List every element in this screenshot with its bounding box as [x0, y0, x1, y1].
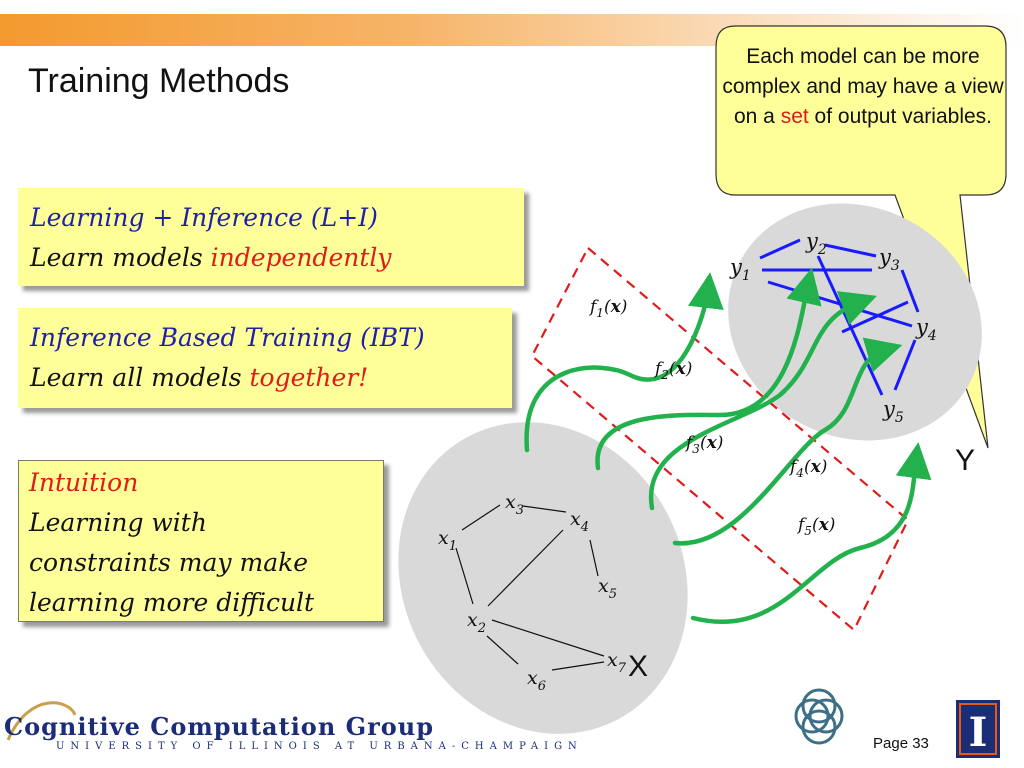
- ibt-box: Inference Based Training (IBT) Learn all…: [18, 308, 512, 408]
- swirl-logo-icon: [794, 688, 844, 745]
- li-text: Learn models: [30, 243, 211, 272]
- illinois-logo-icon: I: [956, 700, 1000, 758]
- output-set-label: Y: [955, 444, 975, 477]
- intuition-line-2: constraints may make: [29, 548, 309, 577]
- arrow-f2: [595, 267, 822, 471]
- arrow-f3: [648, 291, 877, 511]
- function-label-5: f5(x): [796, 515, 835, 538]
- y-node-4: y4: [915, 315, 937, 344]
- y-node-1: y1: [729, 255, 751, 284]
- y-node-3: y3: [878, 245, 900, 274]
- ibt-heading: Inference Based Training (IBT): [30, 323, 425, 352]
- function-label-2: f2(x): [653, 359, 692, 382]
- learning-inference-box: Learning + Inference (L+I) Learn models …: [18, 188, 524, 286]
- input-node-labels: x1 x2 x3 x4 x5 x6 x7: [438, 491, 627, 694]
- group-logo-subtitle: UNIVERSITY OF ILLINOIS AT URBANA-CHAMPAI…: [56, 741, 583, 752]
- output-ellipse: [728, 203, 982, 441]
- logo-swoosh-icon: [6, 701, 77, 741]
- ibt-text: Learn all models: [30, 363, 250, 392]
- svg-text:I: I: [969, 709, 988, 756]
- x-node-3: x3: [505, 491, 524, 518]
- x-node-2: x2: [467, 609, 486, 636]
- page-number: Page 33: [873, 735, 929, 752]
- arrow-f5: [690, 442, 932, 625]
- input-edges: [455, 504, 605, 671]
- x-node-4: x4: [570, 508, 589, 535]
- x-node-6: x6: [527, 667, 546, 694]
- li-highlight: independently: [210, 243, 392, 272]
- model-arrows: [524, 267, 932, 625]
- arrow-f1: [524, 272, 724, 453]
- x-node-5: x5: [598, 575, 617, 602]
- y-node-2: y2: [805, 229, 827, 258]
- input-ellipse: [398, 422, 688, 734]
- x-node-7: x7: [607, 649, 627, 676]
- function-label-3: f3(x): [684, 433, 723, 456]
- arrow-f4: [672, 337, 903, 546]
- ibt-highlight: together!: [249, 363, 369, 392]
- li-heading: Learning + Inference (L+I): [30, 203, 378, 232]
- function-labels: f1(x) f2(x) f3(x) f4(x) f5(x): [588, 297, 835, 538]
- callout-text: Each model can be more complex and may h…: [722, 45, 1004, 128]
- function-label-4: f4(x): [788, 457, 827, 480]
- function-label-1: f1(x): [588, 297, 627, 320]
- intuition-box: Intuition Learning with constraints may …: [18, 460, 384, 622]
- slide-title: Training Methods: [28, 62, 290, 100]
- x-node-1: x1: [438, 527, 457, 554]
- feature-function-region: [530, 246, 910, 632]
- intuition-heading: Intuition: [29, 468, 139, 497]
- group-logo-title: Cognitive Computation Group: [4, 712, 434, 741]
- y-node-5: y5: [882, 397, 904, 426]
- output-node-labels: y1 y2 y3 y4 y5: [729, 229, 937, 426]
- callout-highlight: set: [780, 105, 809, 128]
- group-logo: Cognitive Computation Group UNIVERSITY O…: [4, 712, 583, 752]
- intuition-line-3: learning more difficult: [29, 588, 315, 617]
- input-set-label: X: [628, 650, 648, 683]
- intuition-line-1: Learning with: [29, 508, 207, 537]
